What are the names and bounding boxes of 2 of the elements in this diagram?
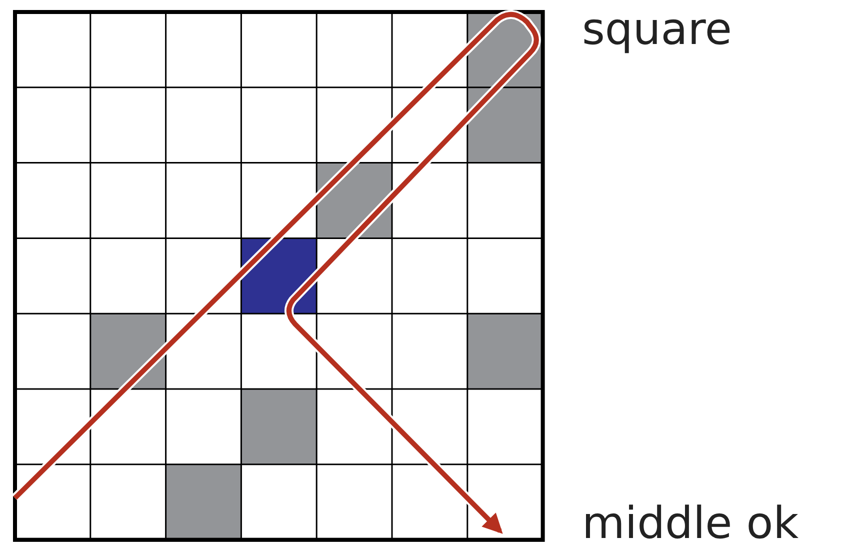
text-label: middle ok [582, 502, 799, 542]
text-label: square [582, 8, 732, 52]
